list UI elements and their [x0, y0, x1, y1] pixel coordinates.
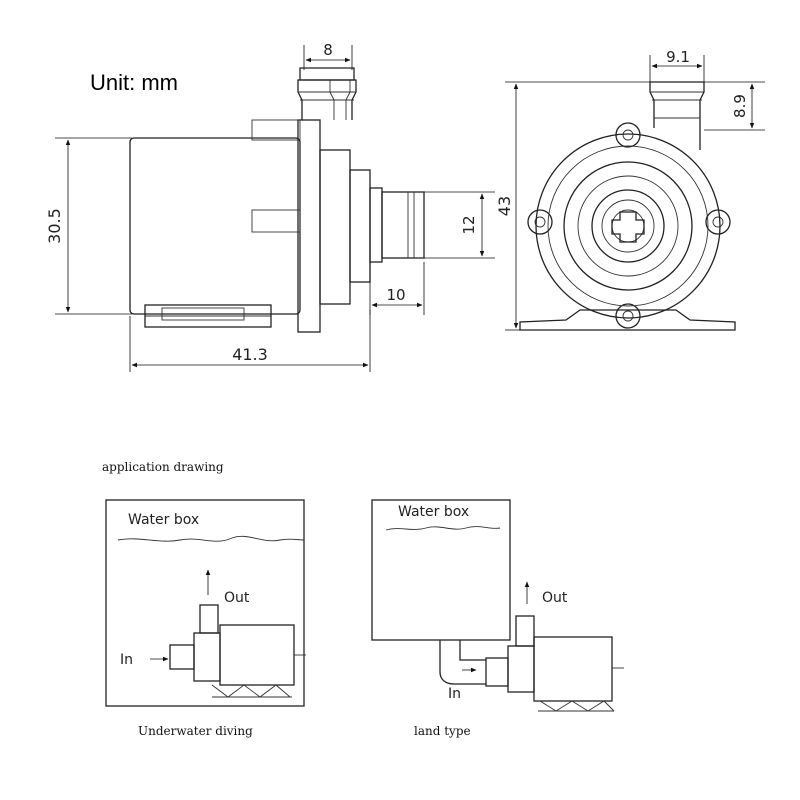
land-water-label: Water box [398, 504, 469, 520]
underwater-box [105, 499, 305, 707]
underwater-waterline [117, 535, 305, 542]
inlet-collar [369, 187, 383, 263]
outlet-barb [297, 79, 357, 120]
flange-plate [297, 119, 321, 333]
shaft-stub [251, 209, 301, 233]
underwater-diagram [105, 499, 306, 707]
underwater-in-label: In [120, 652, 133, 668]
impeller [611, 211, 645, 243]
inlet-pipe [381, 191, 425, 259]
land-diagram [371, 499, 624, 712]
front-outlet-barb [649, 81, 705, 150]
land-out-label: Out [542, 590, 568, 606]
front-housing [535, 133, 721, 319]
pump-front-view [519, 81, 736, 331]
unit-label: Unit: mm [90, 70, 178, 95]
outlet-barb-top [299, 67, 355, 81]
dim-overall-length: 41.3 [232, 345, 268, 364]
pump-head [319, 149, 351, 305]
side-view-dimensions [55, 45, 495, 372]
application-heading: application drawing [102, 460, 224, 474]
pump-head-ring [349, 169, 371, 283]
underwater-water-label: Water box [128, 512, 199, 528]
dim-body-height: 30.5 [45, 208, 64, 244]
front-base-plate [519, 309, 736, 331]
land-in-label: In [448, 686, 461, 702]
dim-inlet-length: 10 [386, 286, 405, 304]
underwater-caption: Underwater diving [138, 724, 253, 738]
motor-body [129, 137, 301, 315]
underwater-out-label: Out [224, 590, 250, 606]
dim-inlet-diameter: 12 [460, 215, 478, 234]
land-waterline [385, 526, 501, 531]
pump-side-view [129, 67, 425, 333]
dim-outlet-width: 9.1 [666, 48, 690, 66]
top-boss [251, 119, 301, 141]
dim-inlet-width: 8 [323, 41, 333, 59]
dim-outlet-height: 8.9 [731, 94, 749, 118]
land-caption: land type [414, 724, 471, 738]
land-water-box [371, 499, 511, 641]
front-view-dimensions [505, 55, 765, 331]
dim-overall-height: 43 [495, 196, 514, 216]
